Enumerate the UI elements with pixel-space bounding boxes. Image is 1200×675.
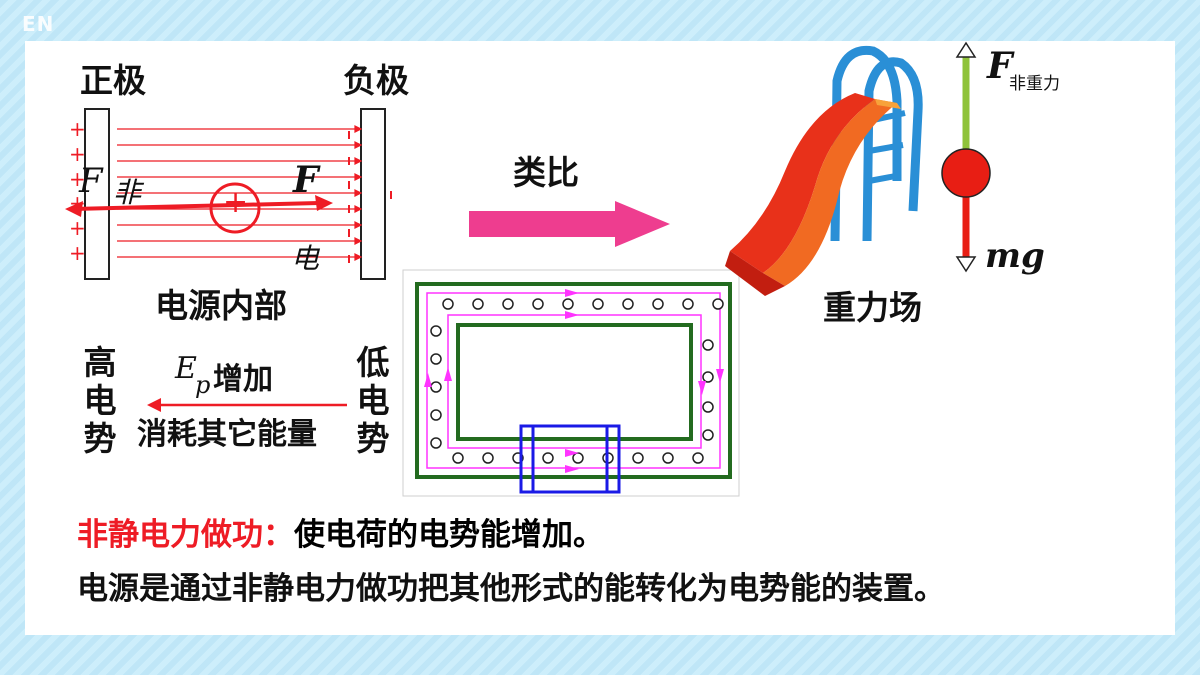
circuit-diagram	[402, 269, 740, 497]
field-lines	[117, 125, 363, 261]
nonstatic-work-highlight: 非静电力做功：	[77, 517, 294, 553]
gravity-symbol: mg	[985, 236, 1045, 276]
ep-symbol: E	[175, 351, 197, 386]
nonstatic-force-subscript: 非	[113, 176, 142, 209]
plus-sign: +	[69, 117, 86, 141]
statement-line-2: 电源是通过非静电力做功把其他形式的能转化为电势能的装置。	[77, 571, 945, 607]
consume-energy-label: 消耗其它能量	[137, 417, 317, 452]
minus-marks	[348, 131, 392, 263]
negative-plate	[360, 108, 386, 280]
electric-force-symbol: F	[293, 159, 319, 201]
low-potential-label: 低电势	[356, 343, 390, 458]
playground-slide-illustration	[725, 45, 923, 296]
inner-wire	[456, 323, 693, 441]
outer-wire	[415, 282, 732, 479]
plus-sign: +	[69, 167, 86, 191]
electric-force-subscript: 电	[291, 242, 320, 275]
ball	[941, 148, 991, 198]
gravity-force-diagram	[941, 41, 991, 273]
statement-line-1: 非静电力做功：使电荷的电势能增加。	[77, 509, 604, 554]
charge-sign: +	[223, 185, 249, 220]
plus-sign: +	[69, 191, 86, 215]
plus-sign: +	[69, 241, 86, 265]
ep-increase-label: 增加	[213, 362, 273, 397]
battery-inside-caption: 电源内部	[155, 286, 287, 325]
analogy-label: 类比	[513, 153, 579, 192]
slide-body	[730, 93, 875, 273]
high-potential-label: 高电势	[83, 343, 117, 458]
upward-force-subscript: 非重力	[1009, 74, 1060, 94]
current-arrows	[424, 289, 724, 473]
negative-pole-label: 负极	[343, 61, 409, 100]
electric-force-arrow	[236, 201, 320, 207]
positive-plate	[84, 108, 110, 280]
battery-box	[519, 424, 621, 494]
plus-sign: +	[69, 216, 86, 240]
plus-sign: +	[69, 142, 86, 166]
positive-charge-circle	[209, 182, 261, 234]
positive-pole-label: 正极	[80, 61, 146, 100]
nonstatic-force-symbol: F	[79, 161, 103, 201]
potential-arrow	[147, 398, 347, 412]
corner-badge: EN	[22, 12, 55, 36]
battery-interior-diagram	[65, 108, 392, 280]
ep-subscript: p	[195, 371, 211, 399]
statement-text-1: 使电荷的电势能增加。	[294, 517, 604, 553]
slide-rail-left	[830, 45, 902, 242]
slide-canvas: 正极 负极 电源内部	[25, 41, 1175, 635]
analogy-arrow	[469, 201, 670, 247]
gravity-field-caption: 重力场	[823, 288, 922, 327]
upward-force-symbol: F	[987, 45, 1013, 87]
